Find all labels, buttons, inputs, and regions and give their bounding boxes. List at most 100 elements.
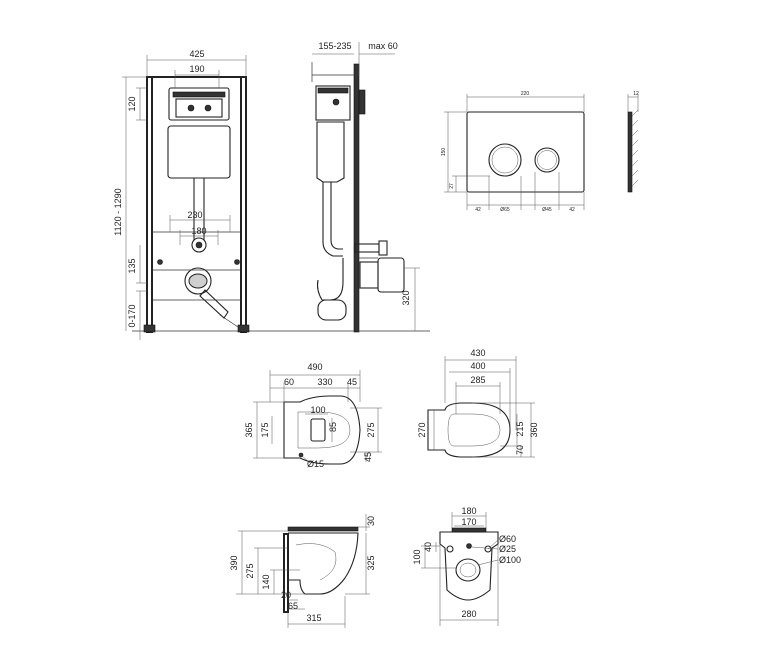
bowl-top-view: 490 60 330 45 100 365 175 85 275 45 Ø15 xyxy=(244,362,382,469)
trap-bend-lower xyxy=(317,299,347,321)
fix-hole-left xyxy=(446,545,454,553)
dim-0-170: 0-170 xyxy=(127,304,137,327)
valve-knob-left xyxy=(187,104,195,112)
flush-button-large xyxy=(488,143,522,177)
dim-390: 390 xyxy=(229,555,239,570)
bowl-inner-side xyxy=(295,543,337,581)
dim-120: 120 xyxy=(127,96,137,111)
dim-325: 325 xyxy=(366,555,376,570)
flush-valve-box xyxy=(175,98,223,118)
bowl-drain-top xyxy=(310,418,326,442)
dim-400: 400 xyxy=(470,361,485,371)
valve-knob-right xyxy=(204,104,212,112)
leader-d60 xyxy=(487,539,499,550)
bowl-outline-side xyxy=(288,532,359,595)
trap-bend-upper xyxy=(322,258,344,301)
dim-d45: Ø45 xyxy=(542,207,552,213)
fix-hole-right xyxy=(484,545,492,553)
dim-30: 30 xyxy=(366,516,376,526)
inlet-pipe-cap xyxy=(378,240,388,256)
mount-bolt-right xyxy=(234,259,240,265)
drain-outlet-rear xyxy=(455,558,481,582)
seat-lid-side xyxy=(287,526,359,532)
dim-365: 365 xyxy=(244,422,254,437)
water-inlet-core xyxy=(195,241,203,249)
frame-front-view: 425 190 120 1120 - 1290 230 180 135 0-17… xyxy=(113,49,252,340)
frame-upright-right xyxy=(240,76,247,333)
dim-320: 320 xyxy=(401,290,411,305)
dim-42-right: 42 xyxy=(569,207,575,213)
dim-490: 490 xyxy=(307,362,322,372)
dim-d100: Ø100 xyxy=(499,555,521,565)
dim-280: 280 xyxy=(461,609,476,619)
dim-175: 175 xyxy=(260,422,270,437)
frame-foot-right xyxy=(237,324,250,333)
actuator-knob xyxy=(332,98,340,106)
dim-65: 65 xyxy=(288,601,298,611)
dim-150: 150 xyxy=(441,148,447,157)
flush-inlet-rear xyxy=(466,543,472,549)
dim-42-left: 42 xyxy=(475,207,481,213)
dim-45-bottom: 45 xyxy=(363,452,373,462)
dim-135: 135 xyxy=(127,258,137,273)
leader-d100 xyxy=(477,559,499,566)
seat-top-view: 430 400 285 270 215 360 70 xyxy=(417,348,539,458)
seat-inner xyxy=(447,413,501,447)
frame-brace xyxy=(219,314,239,328)
wall-hatch xyxy=(631,109,639,187)
dim-180-rear: 180 xyxy=(461,506,476,516)
dim-275: 275 xyxy=(366,422,376,437)
pipe-side-inner xyxy=(330,182,343,250)
dim-12: 12 xyxy=(633,91,639,97)
cistern xyxy=(167,125,231,179)
bowl-outline-top xyxy=(283,395,361,465)
dim-d60: Ø60 xyxy=(499,534,516,544)
dim-27: 27 xyxy=(449,183,455,189)
dim-215: 215 xyxy=(515,421,525,436)
dim-285: 285 xyxy=(470,375,485,385)
drain-outlet xyxy=(184,267,212,295)
waste-flange xyxy=(377,257,405,293)
pipe-side-outer xyxy=(322,182,343,257)
frame-foot-left xyxy=(143,324,156,333)
drain-outlet-inner xyxy=(188,273,208,289)
dim-275-side: 275 xyxy=(245,563,255,578)
waste-coupling xyxy=(359,261,379,289)
dim-d25: Ø25 xyxy=(499,544,516,554)
dim-d15: Ø15 xyxy=(307,459,324,469)
dim-170: 170 xyxy=(461,517,476,527)
dim-315: 315 xyxy=(306,613,321,623)
dim-1120-1290: 1120 - 1290 xyxy=(113,188,123,235)
bowl-side-view: 390 275 140 20 65 315 30 325 xyxy=(229,514,376,628)
flush-button-small xyxy=(534,147,560,173)
dim-100: 100 xyxy=(310,405,325,415)
dim-40: 40 xyxy=(423,542,433,552)
mounting-wall-side xyxy=(283,533,289,613)
frame-upright-left xyxy=(146,76,153,333)
dim-430: 430 xyxy=(470,348,485,358)
dim-190: 190 xyxy=(189,64,204,74)
water-inlet xyxy=(191,237,207,253)
flush-mechanism xyxy=(172,91,226,98)
frame-side-view: 155-235 max 60 320 xyxy=(252,41,430,333)
flush-opening xyxy=(168,87,230,121)
flush-plate-side-view xyxy=(627,111,633,193)
dim-60: 60 xyxy=(284,377,294,387)
bowl-rear-outline xyxy=(439,531,499,601)
dim-20: 20 xyxy=(281,590,291,600)
dim-220: 220 xyxy=(521,91,530,97)
flush-plate xyxy=(466,111,585,193)
seat-outline xyxy=(427,402,511,458)
leader-d15 xyxy=(300,454,311,464)
flush-plate-view: 220 150 27 42 Ø65 Ø45 42 12 xyxy=(441,91,639,213)
mount-bolt-left xyxy=(157,259,163,265)
dim-max-60: max 60 xyxy=(368,41,398,51)
drain-elbow xyxy=(199,289,229,319)
dim-330: 330 xyxy=(317,377,332,387)
dim-230: 230 xyxy=(187,210,202,220)
leader-d25 xyxy=(471,546,499,550)
dim-155-235: 155-235 xyxy=(318,41,351,51)
cistern-side xyxy=(316,121,345,183)
actuator-side xyxy=(315,85,351,121)
dim-425: 425 xyxy=(189,49,204,59)
